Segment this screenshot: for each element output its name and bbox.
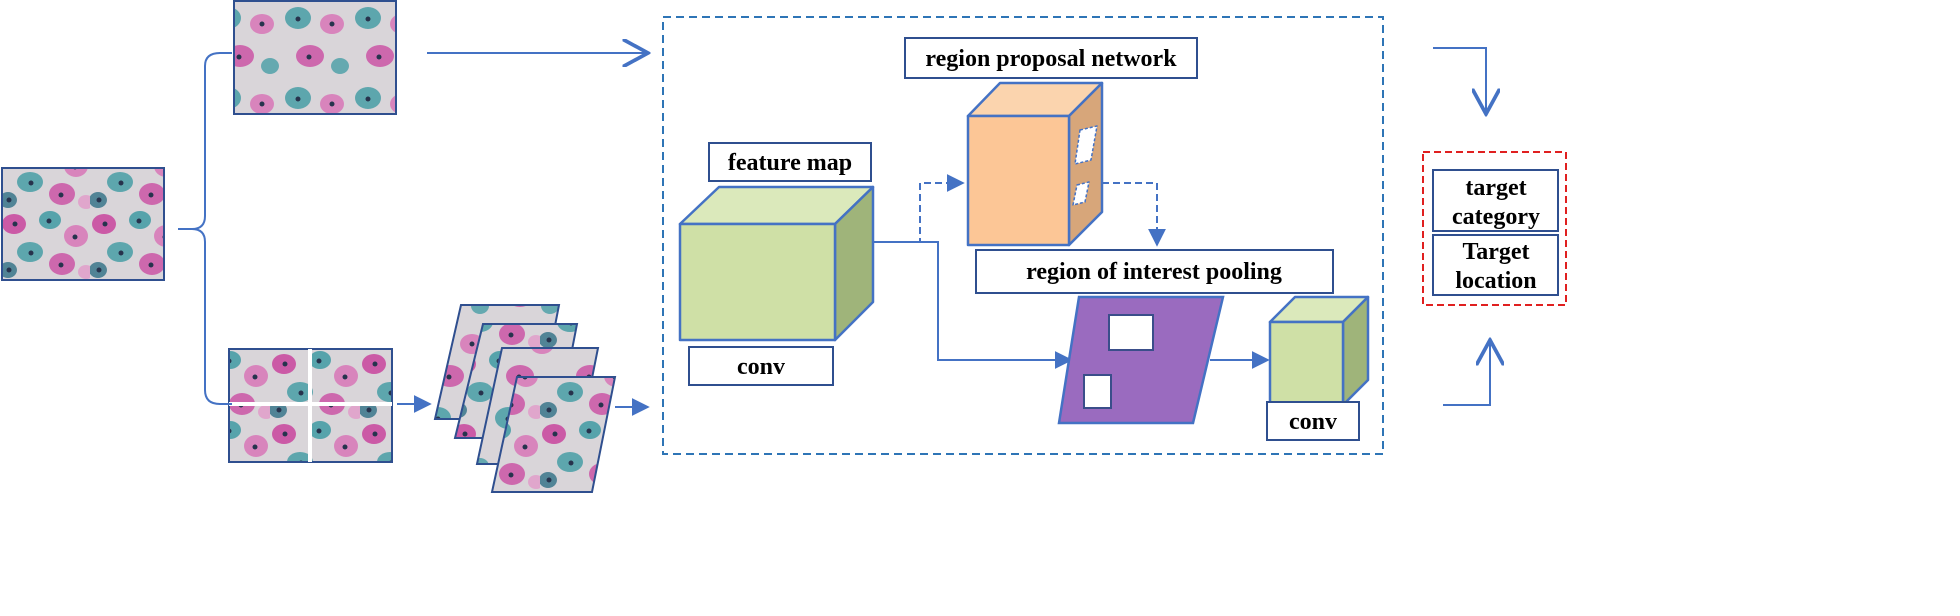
conv-main-box [688, 346, 834, 386]
target-category-box [1432, 169, 1559, 232]
conv-small-box [1266, 401, 1360, 441]
image-tile-stack [433, 304, 617, 493]
conv-small-label: conv [1289, 409, 1337, 435]
target-category-line1: target [1465, 175, 1526, 201]
roi-pooling-shape [1057, 295, 1225, 425]
arrow-feature-to-roi [873, 241, 1073, 369]
rpn-box [904, 37, 1198, 79]
arrow-feature-to-rpn [873, 174, 965, 243]
roi-pooling-box [975, 249, 1334, 294]
feature-map-cube [678, 185, 875, 342]
rpn-label: region proposal network [925, 46, 1177, 72]
divided-image [228, 348, 393, 463]
feature-map-box [708, 142, 872, 182]
roi-pooling-label: region of interest pooling [1026, 259, 1282, 285]
target-location-line1: Target [1462, 239, 1529, 265]
original-image-top [233, 0, 397, 115]
arrow-bottom-to-output [1443, 340, 1490, 406]
small-conv-cube [1268, 295, 1370, 407]
pipeline-frame [662, 16, 1384, 455]
rpn-cube [966, 81, 1104, 247]
target-location-box [1432, 234, 1559, 296]
output-frame [1422, 151, 1567, 306]
input-image [1, 167, 165, 281]
feature-map-label: feature map [728, 150, 852, 176]
arrow-rpn-to-roi [1102, 182, 1166, 247]
conv-main-label: conv [737, 354, 785, 380]
split-bracket [178, 52, 232, 405]
target-category-line2: category [1452, 204, 1540, 230]
arrow-top-to-output [1433, 47, 1486, 114]
target-location-line2: location [1455, 268, 1536, 294]
